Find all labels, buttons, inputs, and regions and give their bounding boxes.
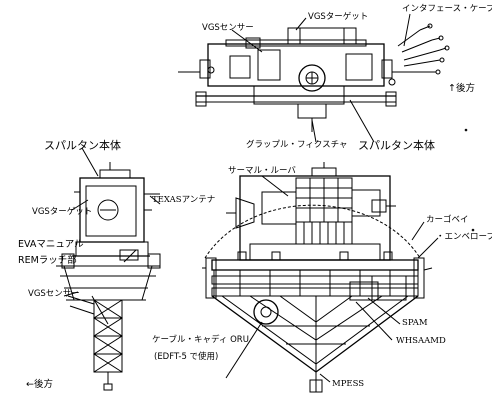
- side-view-satellite: [56, 147, 161, 391]
- label-spartan-body-right: スパルタン本体: [358, 139, 435, 152]
- label-interface-cable: インタフェース・ケーブル: [402, 4, 492, 14]
- label-vgs-sensor-top: VGSセンサー: [202, 23, 254, 33]
- label-edft-note: (EDFT-5 で使用): [154, 352, 219, 362]
- top-view-satellite: [178, 13, 450, 143]
- label-vgs-sensor-left: VGSセンサー: [28, 289, 80, 299]
- label-whsaamd: WHSAAMD: [396, 336, 446, 346]
- label-vgs-target-top: VGSターゲット: [308, 12, 369, 22]
- cable-caddy-oru: [253, 299, 279, 325]
- label-aft-bottom: ←後方: [26, 379, 53, 390]
- front-view-satellite: [202, 162, 439, 393]
- label-cargo-bay-1: カーゴベイ: [426, 215, 469, 225]
- label-rem-latch: REMラッチ部: [18, 255, 77, 266]
- label-aft-top: ↑後方: [448, 83, 475, 94]
- label-cargo-bay-2: ・エンベロープ: [436, 232, 492, 242]
- label-grapple-fixture: グラップル・フィクスチャ: [246, 140, 348, 150]
- label-spartan-body-left: スパルタン本体: [44, 139, 121, 152]
- label-vgs-target-left: VGSターゲット: [32, 207, 93, 217]
- label-thermal-louver: サーマル・ルーバ: [228, 166, 296, 176]
- label-mpess: MPESS: [332, 379, 365, 389]
- grapple-fixture-top: [298, 64, 326, 92]
- label-eva-manual: EVAマニュアル: [18, 239, 84, 250]
- label-cable-caddy-oru: ケーブル・キャディ ORU: [152, 335, 249, 345]
- label-spam: SPAM: [402, 318, 428, 328]
- label-texas-antenna: TEXASアンテナ: [152, 195, 216, 205]
